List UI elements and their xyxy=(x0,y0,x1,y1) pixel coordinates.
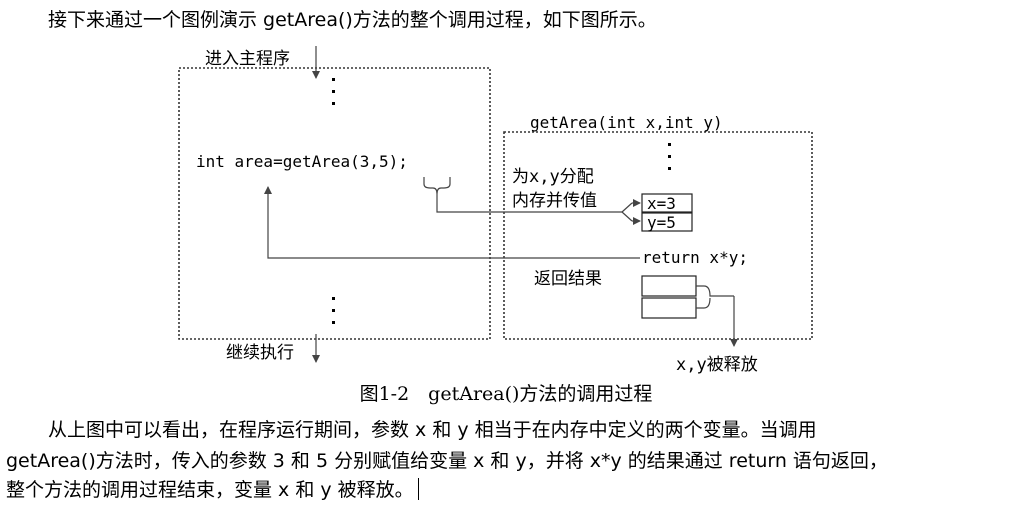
body-line-3-text: 整个方法的调用过程结束，变量 x 和 y 被释放。 xyxy=(6,479,414,501)
release-brace xyxy=(696,285,734,309)
main-program-frame xyxy=(178,67,491,340)
x-cell xyxy=(641,193,693,213)
y-cell-text: y=5 xyxy=(647,213,676,232)
enter-main-label: 进入主程序 xyxy=(205,49,290,69)
body-line-1: 从上图中可以看出，在程序运行期间，参数 x 和 y 相当于在内存中定义的两个变量… xyxy=(48,419,817,441)
body-line-2: getArea()方法时，传入的参数 3 和 5 分别赋值给变量 x 和 y，并… xyxy=(6,450,888,472)
x-cell-text: x=3 xyxy=(647,194,676,213)
released-x-cell xyxy=(641,275,697,297)
args-brace xyxy=(423,177,451,195)
alloc-label-line2: 内存并传值 xyxy=(512,191,597,211)
text-cursor xyxy=(417,478,419,500)
method-frame xyxy=(503,131,813,340)
intro-paragraph: 接下来通过一个图例演示 getArea()方法的整个调用过程，如下图所示。 xyxy=(48,9,657,31)
alloc-label-line1: 为x,y分配 xyxy=(512,167,594,187)
ellipsis-dots-bottom xyxy=(332,297,335,324)
method-signature: getArea(int x,int y) xyxy=(530,113,723,132)
figure-caption: 图1-2 getArea()方法的调用过程 xyxy=(359,383,653,405)
released-label: x,y被释放 xyxy=(676,355,758,375)
released-y-cell xyxy=(641,297,697,319)
return-result-label: 返回结果 xyxy=(534,269,602,289)
ellipsis-dots-top xyxy=(332,78,335,105)
return-arrow xyxy=(264,186,640,259)
body-line-3: 整个方法的调用过程结束，变量 x 和 y 被释放。 xyxy=(6,476,419,504)
main-code-line: int area=getArea(3,5); xyxy=(196,152,408,171)
ellipsis-dots-method xyxy=(668,143,671,170)
y-cell xyxy=(641,212,693,232)
return-statement: return x*y; xyxy=(642,248,748,267)
pass-args-arrow xyxy=(436,194,622,213)
continue-exec-label: 继续执行 xyxy=(226,343,294,363)
